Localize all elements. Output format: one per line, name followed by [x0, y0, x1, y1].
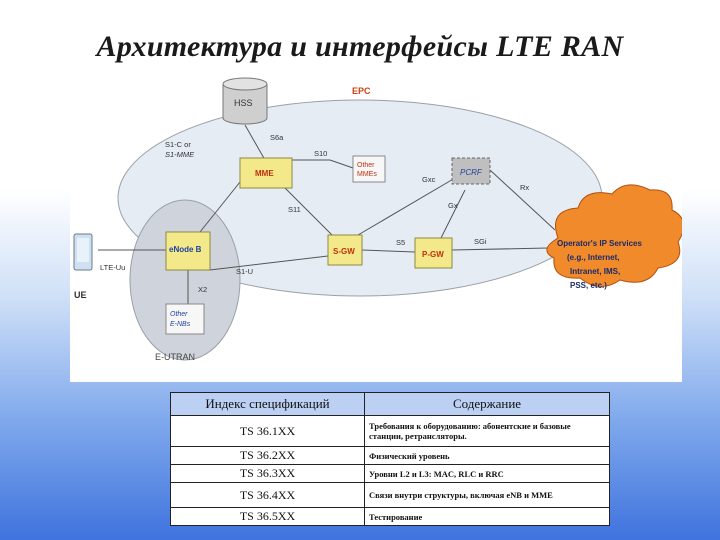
- table-header-index: Индекс спецификаций: [170, 392, 365, 416]
- if-s1c-1: S1-C or: [165, 140, 191, 149]
- pgw-node: [414, 237, 453, 269]
- spec-code: TS 36.5XX: [170, 507, 365, 526]
- table-row: TS 36.1XX Требования к оборудованию: або…: [170, 415, 610, 447]
- spec-desc: Уровни L2 и L3: MAC, RLC и RRC: [364, 464, 610, 483]
- link-sgw-pcrf: [357, 177, 456, 236]
- link-sgw-pgw: [361, 249, 416, 253]
- if-s11: S11: [288, 205, 301, 214]
- if-s5: S5: [396, 238, 405, 247]
- svg-text:Other: Other: [170, 311, 188, 318]
- if-s1c-2: S1-MME: [165, 150, 195, 159]
- link-enb-mme: [199, 181, 241, 233]
- spec-code: TS 36.2XX: [170, 446, 365, 465]
- hss-node: HSS: [222, 77, 268, 125]
- link-s10-other: [329, 159, 354, 169]
- other-mmes-node: [352, 155, 386, 183]
- if-x2: X2: [198, 285, 207, 294]
- spec-code: TS 36.1XX: [170, 415, 365, 447]
- spec-code: TS 36.3XX: [170, 464, 365, 483]
- sgw-label: S-GW: [333, 247, 355, 256]
- operator-services-cloud: Operator's IP Services (e.g., Internet, …: [546, 184, 682, 290]
- link-pcrf-cloud: [489, 169, 556, 231]
- spec-desc: Связи внутри структуры, включая eNB и MM…: [364, 482, 610, 508]
- svg-text:MMEs: MMEs: [357, 171, 377, 178]
- svg-text:Other: Other: [357, 162, 375, 169]
- spec-desc: Тестирование: [364, 507, 610, 526]
- if-lte-uu: LTE-Uu: [100, 263, 125, 272]
- e-utran-label: E-UTRAN: [155, 352, 195, 362]
- pcrf-label: PCRF: [460, 168, 483, 177]
- if-s6a: S6a: [270, 133, 284, 142]
- svg-text:Intranet, IMS,: Intranet, IMS,: [570, 267, 620, 276]
- link-pgw-cloud: [451, 247, 549, 251]
- other-enbs-node: [165, 303, 205, 335]
- svg-text:HSS: HSS: [234, 98, 253, 108]
- mme-node: [239, 157, 293, 189]
- svg-text:Operator's IP Services: Operator's IP Services: [557, 239, 642, 248]
- table-row: TS 36.4XX Связи внутри структуры, включа…: [170, 482, 610, 508]
- if-gx: Gx: [448, 201, 458, 210]
- page-title: Архитектура и интерфейсы LTE RAN: [96, 30, 624, 63]
- table-row: TS 36.2XX Физический уровень: [170, 446, 610, 465]
- table-row: TS 36.3XX Уровни L2 и L3: MAC, RLC и RRC: [170, 464, 610, 483]
- table-header-content: Содержание: [364, 392, 610, 416]
- if-rx: Rx: [520, 183, 529, 192]
- ue-label: UE: [74, 290, 87, 300]
- spec-desc: Физический уровень: [364, 446, 610, 465]
- specification-table: Индекс спецификаций Содержание TS 36.1XX…: [170, 392, 610, 526]
- table-row: TS 36.5XX Тестирование: [170, 507, 610, 526]
- pgw-label: P-GW: [422, 250, 444, 259]
- spec-code: TS 36.4XX: [170, 482, 365, 508]
- enodeb-node: [165, 231, 211, 271]
- e-utran-region: [129, 199, 241, 361]
- sgw-node: [327, 234, 363, 266]
- if-s1u: S1-U: [236, 267, 253, 276]
- mme-label: MME: [255, 169, 274, 178]
- link-hss-mme: [244, 124, 266, 161]
- link-enb-sgw: [209, 255, 329, 271]
- enodeb-label: eNode B: [169, 245, 202, 254]
- if-s10: S10: [314, 149, 327, 158]
- epc-label: EPC: [352, 86, 371, 96]
- lte-architecture-diagram: EPC E-UTRAN HSS MME Other MMEs PCRF eNod…: [70, 70, 682, 382]
- svg-text:E-NBs: E-NBs: [170, 321, 191, 328]
- spec-desc: Требования к оборудованию: абонентские и…: [364, 415, 610, 447]
- if-gxc: Gxc: [422, 175, 436, 184]
- pcrf-node: [451, 157, 491, 185]
- svg-text:PSS, etc.): PSS, etc.): [570, 281, 607, 290]
- ue-device-icon: [73, 233, 93, 271]
- link-mme-sgw: [284, 187, 333, 236]
- if-sgi: SGi: [474, 237, 487, 246]
- link-pgw-pcrf: [439, 189, 466, 241]
- svg-text:(e.g., Internet,: (e.g., Internet,: [567, 253, 619, 262]
